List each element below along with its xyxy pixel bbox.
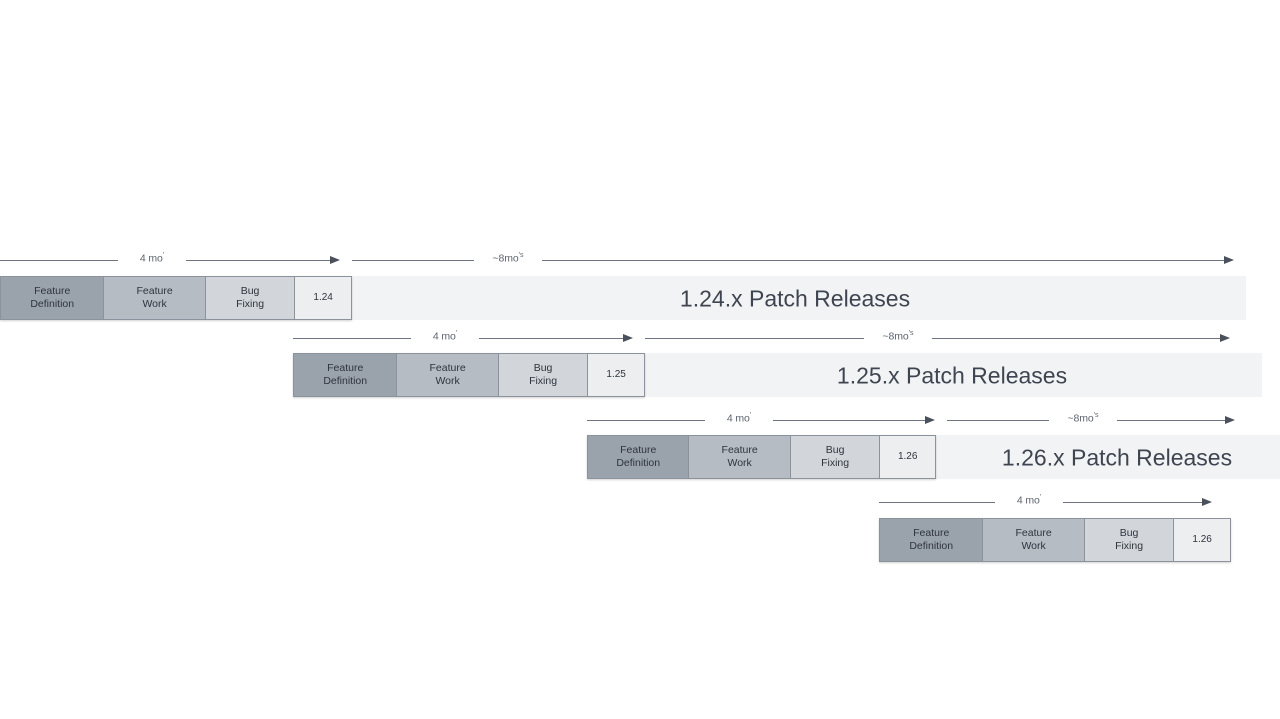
release-1-25-dev-duration-arrow-icon: [623, 334, 633, 342]
release-1-25-feature-work-cell: Feature Work: [397, 354, 499, 396]
release-1-26-patch-duration-rail-left: [947, 420, 1049, 421]
release-1-26-feature-work-cell: Feature Work: [689, 436, 791, 478]
release-1-26-patch-duration-label-tick: 's: [1093, 412, 1099, 419]
release-1-26-patch-duration-label: ~8mo's: [1067, 412, 1099, 425]
release-1-25-bug-fixing-cell: Bug Fixing: [498, 354, 589, 396]
release-1-24-patch-duration-label-tick: 's: [518, 252, 524, 259]
release-1-24-patch-duration-rail-right: [542, 260, 1224, 261]
release-1-24-feature-work-cell: Feature Work: [104, 277, 206, 319]
release-1-24-patch-duration: ~8mo's: [352, 251, 1234, 271]
release-1-25-patch-duration-rail-right: [932, 338, 1220, 339]
release-1-26-dev-duration-label: 4 mo': [726, 412, 752, 425]
release-1-27-dev-duration-label: 4 mo': [1016, 494, 1042, 507]
release-1-24-dev-duration-rail-right: [186, 260, 330, 261]
release-1-24-dev-duration-rail-left: [0, 260, 118, 261]
release-1-27-feature-work-cell: Feature Work: [983, 519, 1085, 561]
release-1-25-dev-duration-label: 4 mo': [432, 330, 458, 343]
release-1-24-feature-definition-cell: Feature Definition: [1, 277, 105, 319]
release-1-25-patch-duration-label: ~8mo's: [882, 330, 914, 343]
release-1-25-patch-duration-rail-left: [645, 338, 864, 339]
release-1-26-patch-duration-rail-right: [1117, 420, 1225, 421]
release-1-27-bug-fixing-cell: Bug Fixing: [1084, 519, 1175, 561]
release-1-24-version-chip: 1.24: [295, 277, 351, 319]
release-1-26-dev-duration-rail-right: [773, 420, 925, 421]
release-1-25-patch-duration: ~8mo's: [645, 329, 1230, 349]
release-1-25-dev-duration-rail-right: [479, 338, 623, 339]
release-1-24-dev-duration-arrow-icon: [330, 256, 340, 264]
release-1-26-patch-label: 1.26.x Patch Releases: [1001, 444, 1233, 471]
release-1-26-dev-duration-rail-left: [587, 420, 705, 421]
release-1-25-feature-definition-cell: Feature Definition: [294, 354, 398, 396]
release-1-24-patch-label: 1.24.x Patch Releases: [679, 285, 911, 312]
release-1-27-dev-duration-label-tick: ': [1039, 494, 1042, 501]
release-1-24-patch-duration-rail-left: [352, 260, 474, 261]
release-1-24-dev-duration-label: 4 mo': [139, 252, 165, 265]
release-1-27-dev-duration-rail-left: [879, 502, 995, 503]
release-1-25-patch-duration-label-tick: 's: [908, 330, 914, 337]
release-1-26-dev-duration: 4 mo': [587, 411, 935, 431]
release-1-25-version-chip: 1.25: [588, 354, 644, 396]
release-1-25-dev-duration: 4 mo': [293, 329, 633, 349]
release-1-27-version-chip: 1.26: [1174, 519, 1230, 561]
release-1-24-patch-duration-arrow-icon: [1224, 256, 1234, 264]
release-1-27-feature-definition-cell: Feature Definition: [880, 519, 984, 561]
release-1-25-patch-label: 1.25.x Patch Releases: [836, 362, 1068, 389]
release-1-24-bug-fixing-cell: Bug Fixing: [205, 277, 296, 319]
release-1-26-patch-duration-arrow-icon: [1225, 416, 1235, 424]
release-1-26-bug-fixing-cell: Bug Fixing: [790, 436, 881, 478]
release-1-26-feature-definition-cell: Feature Definition: [588, 436, 690, 478]
release-1-27-dev-duration-arrow-icon: [1202, 498, 1212, 506]
release-1-25-dev-duration-label-tick: ': [455, 330, 458, 337]
release-1-25-dev-duration-rail-left: [293, 338, 411, 339]
release-1-27-dev-duration-rail-right: [1063, 502, 1202, 503]
release-1-24-dev-duration-label-tick: ': [162, 252, 165, 259]
release-1-26-patch-duration: ~8mo's: [947, 411, 1235, 431]
release-1-25-patch-duration-arrow-icon: [1220, 334, 1230, 342]
release-1-27-dev-duration: 4 mo': [879, 493, 1212, 513]
release-1-26-version-chip: 1.26: [880, 436, 936, 478]
release-1-24-patch-duration-label: ~8mo's: [492, 252, 524, 265]
release-1-24-dev-duration: 4 mo': [0, 251, 340, 271]
release-1-26-dev-duration-arrow-icon: [925, 416, 935, 424]
release-1-26-dev-duration-label-tick: ': [749, 412, 752, 419]
